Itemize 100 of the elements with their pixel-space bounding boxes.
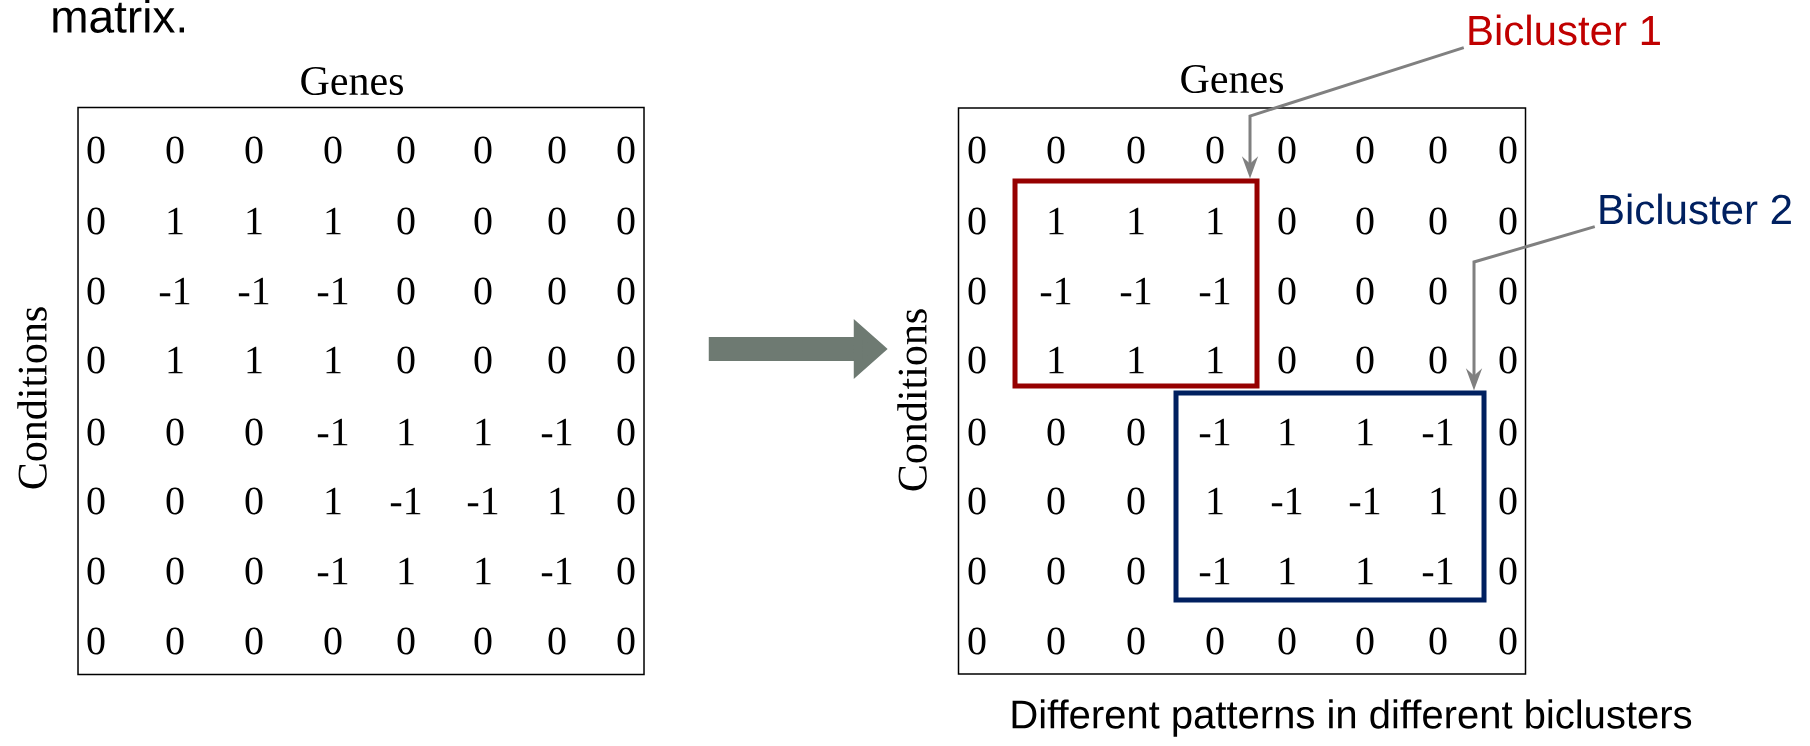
- matrix-cell: -1: [317, 277, 348, 305]
- matrix-cell: 0: [1499, 207, 1517, 235]
- matrix-cell: 1: [399, 418, 414, 446]
- matrix-cell: 1: [1358, 418, 1373, 446]
- matrix-cell: 1: [1208, 487, 1223, 515]
- caption: Different patterns in different biclusters: [1012, 699, 1692, 737]
- matrix-cell: 0: [617, 136, 635, 164]
- matrix-cell: -1: [1120, 277, 1151, 305]
- matrix-cell: 0: [1206, 136, 1224, 164]
- matrix-cell: 0: [1278, 277, 1296, 305]
- matrix-cell: 0: [397, 277, 415, 305]
- matrix-cell: 1: [1129, 207, 1144, 235]
- matrix-cell: 0: [397, 207, 415, 235]
- matrix-cell: 0: [87, 346, 105, 374]
- matrix-cell: -1: [1199, 557, 1230, 585]
- bicluster-box: [1012, 178, 1260, 389]
- matrix-cell: 0: [617, 346, 635, 374]
- matrix-cell: 0: [324, 136, 342, 164]
- matrix-cell: -1: [1199, 277, 1230, 305]
- matrix-cell: 0: [87, 487, 105, 515]
- matrix-cell: 0: [87, 207, 105, 235]
- matrix-cell: -1: [1271, 487, 1302, 515]
- matrix-cell: 0: [968, 136, 986, 164]
- matrix-cell: 0: [166, 418, 184, 446]
- heading-text: matrix.: [53, 0, 184, 33]
- matrix-cell: 0: [968, 487, 986, 515]
- bicluster-box: [1173, 390, 1487, 603]
- matrix-cell: -1: [317, 557, 348, 585]
- matrix-cell: 0: [1356, 346, 1374, 374]
- matrix-cell: 1: [247, 207, 262, 235]
- matrix-cell: 1: [326, 346, 341, 374]
- matrix-cell: 1: [1049, 346, 1064, 374]
- matrix-cell: 1: [1280, 418, 1295, 446]
- matrix-cell: 0: [617, 627, 635, 655]
- matrix-cell: 0: [87, 418, 105, 446]
- matrix-cell: 0: [1278, 136, 1296, 164]
- matrix-cell: 0: [968, 627, 986, 655]
- matrix-cell: -1: [390, 487, 421, 515]
- matrix-cell: 0: [1429, 207, 1447, 235]
- matrix-cell: -1: [1422, 418, 1453, 446]
- matrix-cell: 0: [245, 136, 263, 164]
- matrix-cell: 0: [548, 346, 566, 374]
- matrix-cell: 0: [1278, 346, 1296, 374]
- matrix-cell: 0: [1047, 627, 1065, 655]
- matrix-cell: 0: [1127, 418, 1145, 446]
- matrix-cell: 1: [476, 557, 491, 585]
- matrix-cell: 0: [166, 136, 184, 164]
- matrix-cell: -1: [1349, 487, 1380, 515]
- matrix-cell: 1: [1049, 207, 1064, 235]
- matrix-cell: 1: [326, 487, 341, 515]
- matrix-cell: 0: [166, 487, 184, 515]
- matrix-cell: 0: [474, 136, 492, 164]
- matrix-cell: 1: [1208, 207, 1223, 235]
- matrix-cell: 0: [87, 277, 105, 305]
- matrix-cell: 0: [87, 136, 105, 164]
- matrix-cell: 0: [617, 557, 635, 585]
- matrix-cell: 0: [474, 346, 492, 374]
- matrix-cell: -1: [159, 277, 190, 305]
- matrix-cell: 0: [1127, 487, 1145, 515]
- matrix-cell: 1: [1129, 346, 1144, 374]
- matrix-cell: 0: [245, 487, 263, 515]
- matrix-cell: 0: [1499, 627, 1517, 655]
- matrix-cell: 0: [474, 277, 492, 305]
- matrix-cell: 0: [87, 557, 105, 585]
- matrix-cell: 1: [168, 346, 183, 374]
- matrix-cell: 0: [1499, 346, 1517, 374]
- matrix-cell: 0: [397, 136, 415, 164]
- matrix-cell: 0: [968, 418, 986, 446]
- matrix-cell: 1: [1431, 487, 1446, 515]
- axis-title: Genes: [1181, 64, 1283, 94]
- matrix-cell: 0: [324, 627, 342, 655]
- matrix-cell: 0: [1356, 207, 1374, 235]
- matrix-cell: 1: [1358, 557, 1373, 585]
- matrix-cell: 0: [1499, 136, 1517, 164]
- matrix-cell: 1: [1208, 346, 1223, 374]
- matrix-cell: -1: [541, 557, 572, 585]
- matrix-cell: 0: [548, 136, 566, 164]
- matrix-cell: 1: [476, 418, 491, 446]
- matrix-cell: 0: [548, 207, 566, 235]
- axis-title: Conditions: [897, 309, 927, 491]
- matrix-cell: 0: [1047, 557, 1065, 585]
- matrix-cell: 0: [617, 207, 635, 235]
- matrix-cell: 0: [166, 627, 184, 655]
- axis-title: Conditions: [17, 307, 47, 489]
- matrix-cell: 1: [247, 346, 262, 374]
- matrix-cell: 1: [1280, 557, 1295, 585]
- matrix-cell: 0: [474, 207, 492, 235]
- matrix-cell: 0: [397, 346, 415, 374]
- matrix-cell: -1: [1199, 418, 1230, 446]
- matrix-cell: 0: [1047, 418, 1065, 446]
- matrix-cell: 1: [326, 207, 341, 235]
- matrix-cell: 0: [548, 627, 566, 655]
- matrix-cell: 1: [550, 487, 565, 515]
- matrix-cell: -1: [541, 418, 572, 446]
- matrix-cell: -1: [1040, 277, 1071, 305]
- matrix-cell: 0: [245, 418, 263, 446]
- matrix-cell: 0: [968, 557, 986, 585]
- matrix-cell: 0: [548, 277, 566, 305]
- matrix-cell: 0: [1429, 346, 1447, 374]
- matrix-cell: 0: [245, 557, 263, 585]
